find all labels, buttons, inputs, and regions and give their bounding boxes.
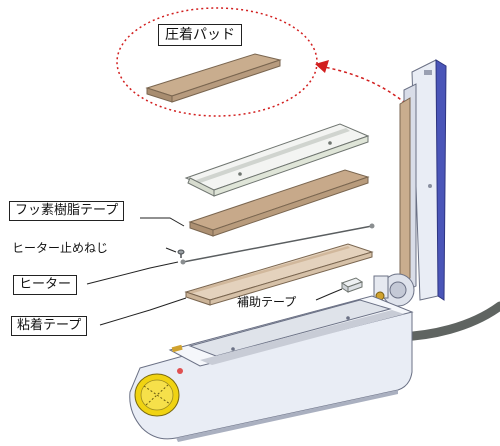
heater-wire-end-left [180,259,186,265]
pressure-pad-part [145,53,282,103]
heater-screw-part [177,249,185,258]
upper-arm [399,59,447,301]
ptfe-tape-label: フッ素樹脂テープ [9,201,125,221]
ptfe-tape-part [188,169,370,237]
timer-dial[interactable] [134,373,180,417]
callout-arrowhead [315,60,329,73]
leader-ptfe [140,217,185,227]
leader-adhesive [99,297,187,326]
highlight-circle [116,7,318,117]
pressure-pad-label: 圧着パッド [158,24,242,46]
leader-auxiliary [315,288,343,301]
power-cord [393,301,500,342]
callout-arrow [323,66,415,112]
adhesive-tape-label: 粘着テープ [11,316,88,336]
auxiliary-tape-label: 補助テープ [237,295,297,309]
auxiliary-tape-part [340,277,364,293]
indicator-lamp [177,368,183,374]
sealer-base [129,295,414,442]
heater-screw-label: ヒーター止めねじ [12,241,109,255]
heater-label: ヒーター [13,275,78,295]
top-press-plate [184,123,370,197]
leader-heater [86,261,179,285]
adhesive-tape-part [184,243,374,306]
leader-screw [165,247,177,253]
heater-wire [182,225,373,263]
heater-wire-end-right [369,223,375,229]
